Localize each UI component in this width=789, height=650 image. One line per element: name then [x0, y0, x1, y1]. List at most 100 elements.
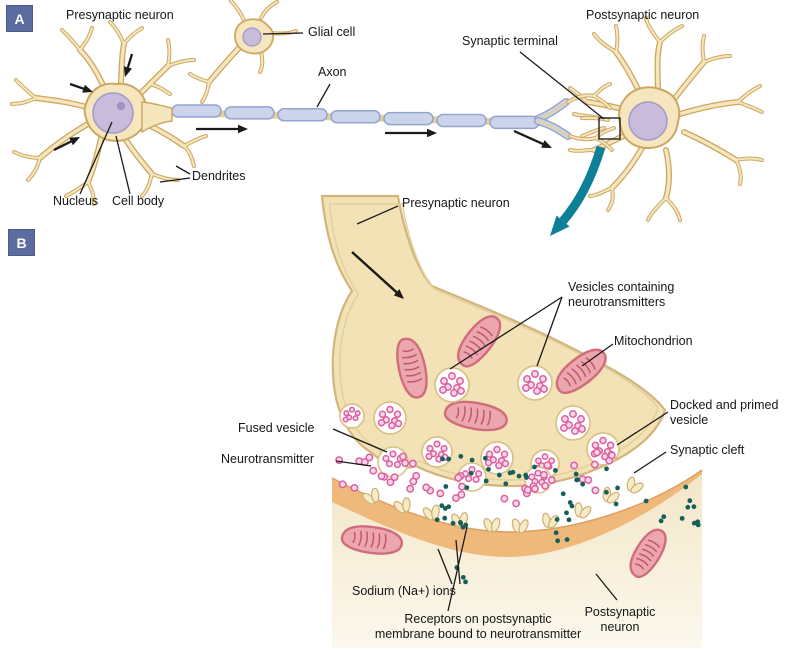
dendrite-branch [589, 187, 613, 197]
sodium-ion-dot [566, 517, 572, 523]
neurotransmitter-dot [354, 410, 361, 417]
myelin-segment [489, 115, 540, 130]
neurotransmitter-dot [389, 450, 397, 458]
leader-line [616, 411, 669, 446]
sodium-ion-dot [615, 485, 620, 491]
sodium-ion-dot [468, 470, 474, 476]
postsynaptic-membrane [332, 470, 702, 557]
sodium-ion-dot [532, 464, 537, 470]
mitochondrion-shape [340, 525, 403, 555]
receptor-shape [422, 504, 440, 521]
sodium-ion-dot [604, 489, 609, 495]
receptor-shape [393, 497, 411, 514]
terminal-twig [593, 95, 611, 109]
neurotransmitter-dot [500, 494, 509, 503]
label-docked-vesicle: Docked and primed vesicle [670, 398, 779, 428]
dendrite-branch [87, 181, 95, 205]
neurotransmitter-dot [450, 389, 458, 397]
neurotransmitter-dot [394, 419, 403, 428]
neurotransmitter-dot [495, 461, 503, 470]
neurotransmitter-dot [440, 444, 448, 453]
receptor-shape [362, 487, 380, 505]
sodium-ion-dot [613, 501, 619, 507]
neurotransmitter-dot [377, 472, 386, 481]
nucleolus [116, 101, 126, 111]
sodium-ion-dot [446, 504, 452, 510]
sodium-ion-dot [440, 456, 445, 462]
glial-process [189, 73, 210, 83]
dendrite-branch [569, 87, 589, 103]
flow-arrowhead [393, 289, 404, 299]
neurotransmitter-dot [388, 421, 396, 430]
zoom-callout-arrow [559, 145, 606, 224]
sodium-ion-dot [560, 491, 566, 497]
neurotransmitter-dot [456, 377, 464, 385]
label-mitochondrion: Mitochondrion [614, 334, 693, 348]
glial-process [259, 51, 264, 73]
neurotransmitter-dot [599, 436, 607, 445]
postsynaptic-neuron-region [332, 470, 702, 648]
sodium-ion-dot [554, 517, 560, 522]
neurotransmitter-dot [540, 385, 548, 393]
terminal-twig [567, 94, 595, 103]
neurotransmitter-dot [458, 482, 467, 491]
dendrite-branch [167, 39, 171, 67]
dendrite-branch [11, 97, 37, 105]
sodium-ion-dot [679, 515, 685, 521]
myelin-segment [330, 109, 381, 124]
sodium-ion-dot [564, 510, 569, 516]
dendrite-branch [703, 55, 731, 63]
leader-line [633, 451, 667, 474]
label-fused-vesicle: Fused vesicle [238, 421, 315, 435]
sodium-ion-dot [442, 515, 448, 521]
sodium-ion-dot [643, 498, 649, 504]
neurotransmitter-dot [593, 448, 601, 457]
neurotransmitter-dot [386, 405, 394, 414]
label-dendrites: Dendrites [192, 169, 246, 183]
dendrite-branch [737, 85, 761, 103]
dendrite-branch [109, 21, 125, 45]
sodium-ion-dot [464, 485, 470, 491]
myelin-segment [171, 104, 222, 118]
glial-process [230, 0, 245, 21]
neurotransmitter-dot [523, 486, 532, 494]
neurotransmitter-dot [578, 425, 586, 433]
neurotransmitter-dot [465, 475, 473, 483]
sodium-ion-dot [446, 456, 452, 462]
neurotransmitter-dot [547, 476, 556, 485]
dendrite-branch [65, 181, 89, 197]
flow-arrowhead [541, 140, 552, 148]
neurotransmitter-dot [475, 470, 483, 478]
label-nucleus: Nucleus [53, 194, 99, 208]
terminal-twig [593, 83, 611, 97]
sodium-ion-dot [483, 478, 489, 484]
terminal-fork-core [536, 100, 568, 121]
myelin-segment [436, 113, 487, 128]
receptor-shape [626, 476, 644, 494]
dendrite-branch [737, 101, 763, 113]
sodium-ion-dot [463, 579, 468, 585]
flow-arrowhead [123, 66, 132, 77]
dendrite-branch [735, 157, 763, 161]
neurotransmitter-dot [590, 460, 599, 469]
label-receptors-line2: membrane bound to neurotransmitter [374, 627, 582, 642]
sodium-ion-dot [460, 574, 466, 580]
neurotransmitter-dot [457, 490, 466, 499]
dendrite-branch [678, 100, 740, 116]
sodium-ion-dot [482, 455, 488, 461]
sodium-ion-dot [573, 471, 579, 477]
neurotransmitter-dot [369, 466, 378, 475]
dendrite-branch [664, 148, 671, 200]
neurotransmitter-dot [350, 483, 359, 492]
neurotransmitter-dot [591, 486, 600, 495]
label-postsynaptic-neuron-b: Postsynaptic neuron [584, 605, 656, 635]
sodium-ion-dot [695, 519, 701, 525]
dendrite-branch [569, 149, 595, 152]
panel-a-badge: A [6, 5, 33, 32]
terminal-twig [581, 117, 609, 121]
dendrite-branch [149, 83, 171, 95]
dendrite-branch [682, 130, 738, 162]
sodium-ion-dot [434, 517, 440, 523]
label-presynaptic-neuron-a: Presynaptic neuron [66, 8, 174, 22]
